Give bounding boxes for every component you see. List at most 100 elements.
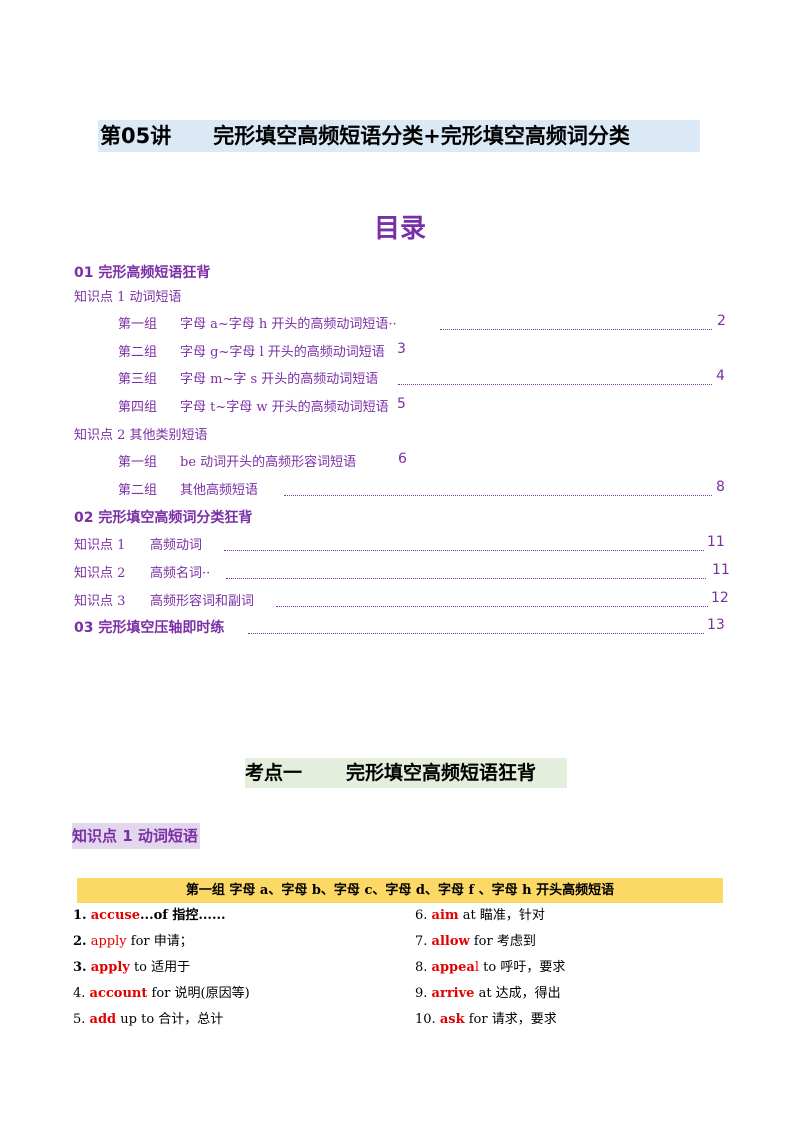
toc-kp-label: 知识点 2: [74, 566, 126, 581]
toc-group-label: 第一组: [118, 455, 158, 470]
toc-page: 11: [712, 562, 730, 578]
toc-leader: [440, 328, 712, 330]
toc-group-text: 字母 t~字母 w 开头的高频动词短语: [180, 400, 389, 415]
toc-section-1[interactable]: 01 完形高频短语狂背: [74, 265, 211, 281]
toc-entry-g6[interactable]: 第二组 其他高频短语 8: [0, 479, 800, 503]
toc-kp-2[interactable]: 知识点 2 其他类别短语: [74, 428, 208, 443]
toc-group-label: 第四组: [118, 400, 158, 415]
toc-kp-label: 知识点 3: [74, 594, 126, 609]
item-number: 2.: [73, 934, 87, 949]
toc-kp-text: 高频动词: [150, 538, 203, 553]
toc-kp-label: 知识点 1: [74, 538, 126, 553]
list-item: 4. account for 说明(原因等): [73, 982, 250, 1006]
list-item: 2. apply for 申请；: [73, 930, 193, 954]
item-keyword-tail: ly: [115, 934, 127, 949]
item-rest: up to 合计，总计: [116, 1012, 224, 1027]
lecture-number: 第05讲: [100, 124, 172, 148]
toc-group-label: 第三组: [118, 372, 158, 387]
toc-page: 13: [707, 617, 725, 633]
toc-leader: [284, 494, 712, 496]
toc-page: 2: [717, 313, 726, 329]
item-number: 5.: [73, 1012, 86, 1027]
item-keyword: add: [89, 1012, 117, 1027]
toc-entry-g2[interactable]: 第二组 字母 g~字母 l 开头的高频动词短语 3: [0, 341, 800, 365]
toc-entry-kp5[interactable]: 知识点 3 高频形容词和副词 12: [0, 590, 800, 614]
section-heading-label: 考点一: [245, 762, 303, 784]
toc-kp-1[interactable]: 知识点 1 动词短语: [74, 290, 182, 305]
toc-entry-g1[interactable]: 第一组 字母 a~字母 h 开头的高频动词短语·· 2: [0, 313, 800, 337]
list-item: 9. arrive at 达成，得出: [415, 982, 561, 1006]
toc-title: 目录: [373, 214, 426, 244]
toc-entry-kp3[interactable]: 知识点 1 高频动词 11: [0, 534, 800, 558]
toc-leader: [248, 632, 704, 634]
toc-page: 5: [397, 396, 406, 412]
toc-page: 12: [711, 590, 729, 606]
item-rest: ...of 指控......: [140, 908, 226, 923]
item-number: 3.: [73, 960, 87, 975]
item-rest: at 瞄准，针对: [458, 908, 545, 923]
item-number: 9.: [415, 986, 428, 1001]
toc-entry-g4[interactable]: 第四组 字母 t~字母 w 开头的高频动词短语 5: [0, 396, 800, 420]
item-keyword: appea: [431, 960, 475, 975]
item-rest: to 呼吁，要求: [479, 960, 566, 975]
item-keyword: allow: [431, 934, 470, 949]
item-keyword: accuse: [90, 908, 141, 923]
toc-leader: [398, 383, 712, 385]
item-rest: for 请求，要求: [464, 1012, 557, 1027]
list-item: 8. appeal to 呼吁，要求: [415, 956, 565, 980]
list-item: 10. ask for 请求，要求: [415, 1008, 557, 1032]
list-item: 6. aim at 瞄准，针对: [415, 904, 545, 928]
group-bar: 第一组 字母 a、字母 b、字母 c、字母 d、字母 f 、字母 h 开头高频短…: [77, 878, 723, 903]
toc-page: 6: [398, 451, 407, 467]
toc-page: 3: [397, 341, 406, 357]
section-heading: 考点一 完形填空高频短语狂背: [245, 758, 567, 788]
toc-page: 8: [716, 479, 725, 495]
item-rest: at 达成，得出: [474, 986, 561, 1001]
toc-entry-kp4[interactable]: 知识点 2 高频名词·· 11: [0, 562, 800, 586]
list-item: 7. allow for 考虑到: [415, 930, 536, 954]
item-keyword: apply: [90, 960, 130, 975]
item-keyword: app: [90, 934, 116, 949]
knowledge-point-heading: 知识点 1 动词短语: [72, 823, 200, 849]
item-rest: for 考虑到: [469, 934, 536, 949]
lecture-subtitle: 完形填空高频短语分类+完形填空高频词分类: [213, 124, 630, 148]
toc-group-text: 字母 m~字 s 开头的高频动词短语: [180, 372, 379, 387]
toc-entry-g5[interactable]: 第一组 be 动词开头的高频形容词短语 6: [0, 451, 800, 475]
toc-entry-section-3[interactable]: 03 完形填空压轴即时练 13: [0, 617, 800, 641]
list-item: 1. accuse...of 指控......: [73, 904, 226, 928]
item-number: 7.: [415, 934, 428, 949]
item-rest: for 说明(原因等): [147, 986, 250, 1001]
item-number: 8.: [415, 960, 428, 975]
toc-group-text: 字母 g~字母 l 开头的高频动词短语: [180, 345, 385, 360]
list-item: 3. apply to 适用于: [73, 956, 190, 980]
toc-group-label: 第二组: [118, 483, 158, 498]
section-heading-title: 完形填空高频短语狂背: [346, 762, 537, 784]
toc-group-text: 字母 a~字母 h 开头的高频动词短语··: [180, 317, 397, 332]
lecture-title: 第05讲 完形填空高频短语分类+完形填空高频词分类: [98, 120, 700, 152]
toc-kp-text: 高频形容词和副词: [150, 594, 255, 609]
toc-leader: [276, 605, 708, 607]
toc-group-label: 第一组: [118, 317, 158, 332]
list-item: 5. add up to 合计，总计: [73, 1008, 223, 1032]
toc-section-3: 03 完形填空压轴即时练: [74, 620, 225, 636]
toc-entry-g3[interactable]: 第三组 字母 m~字 s 开头的高频动词短语 4: [0, 368, 800, 392]
toc-group-text: be 动词开头的高频形容词短语: [180, 455, 357, 470]
item-keyword: aim: [431, 908, 459, 923]
item-keyword-tail: l: [474, 960, 480, 975]
toc-group-label: 第二组: [118, 345, 158, 360]
item-number: 4.: [73, 986, 86, 1001]
item-number: 10.: [415, 1012, 436, 1027]
toc-leader: [224, 549, 704, 551]
toc-page: 4: [716, 368, 725, 384]
toc-kp-text: 高频名词··: [150, 566, 211, 581]
item-rest: for 申请；: [126, 934, 193, 949]
item-keyword: arrive: [431, 986, 475, 1001]
item-number: 6.: [415, 908, 428, 923]
item-number: 1.: [73, 908, 87, 923]
toc-page: 11: [707, 534, 725, 550]
item-rest: to 适用于: [129, 960, 191, 975]
toc-leader: [226, 577, 706, 579]
toc-section-2[interactable]: 02 完形填空高频词分类狂背: [74, 510, 253, 526]
item-keyword: account: [89, 986, 148, 1001]
item-keyword: ask: [439, 1012, 465, 1027]
